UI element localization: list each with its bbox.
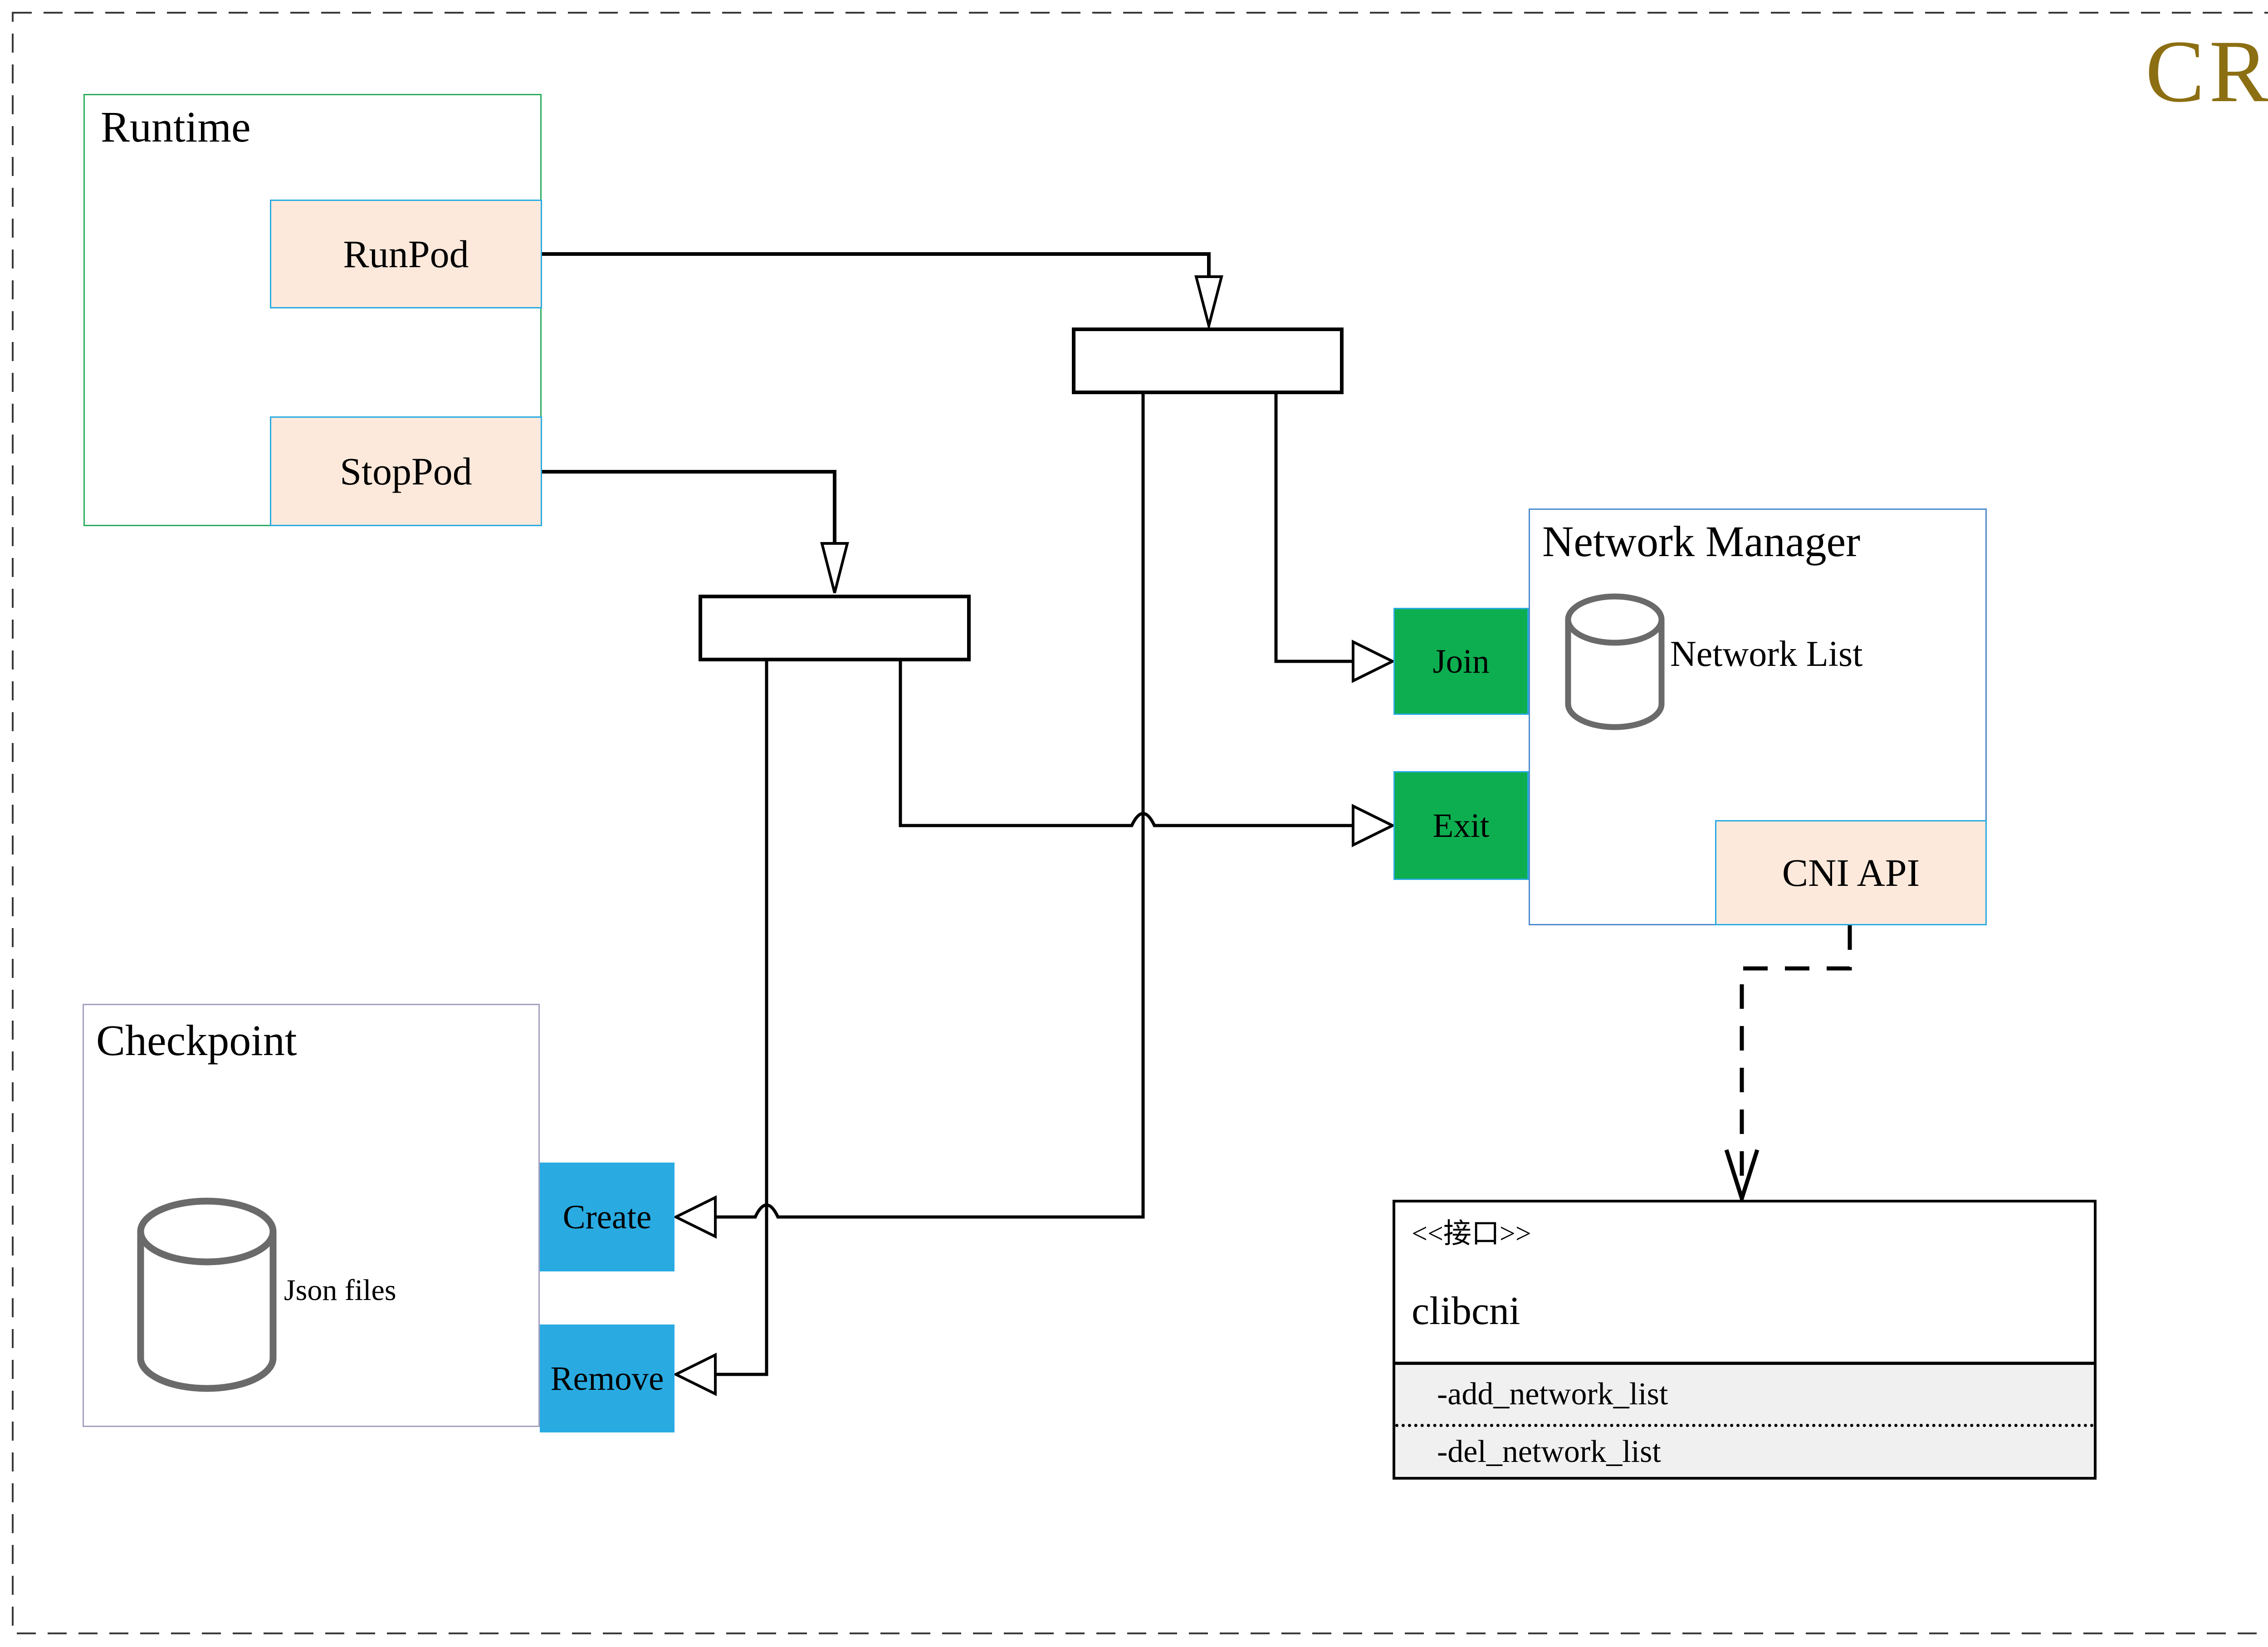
remove-node: Remove	[540, 1324, 675, 1432]
cni-api-label: CNI API	[1782, 851, 1920, 894]
stoppod-label: StopPod	[340, 450, 472, 493]
clibcni-method-add: -add_network_list	[1395, 1365, 2094, 1427]
join-node: Join	[1393, 608, 1529, 715]
runpod-label: RunPod	[343, 232, 469, 276]
network-manager-label: Network Manager	[1542, 517, 1861, 566]
page-title: CRI	[2145, 22, 2268, 121]
open-arrowhead-left-icon	[673, 1353, 717, 1396]
exit-label: Exit	[1432, 806, 1490, 845]
runpod-to-bar1-connector	[542, 252, 1223, 331]
exit-node: Exit	[1393, 771, 1529, 880]
bar2-to-exit-connector	[899, 661, 1396, 847]
clibcni-interface-box: <<接口>> clibcni -add_network_list -del_ne…	[1393, 1200, 2097, 1480]
join-label: Join	[1432, 642, 1490, 680]
json-files-label: Json files	[284, 1274, 396, 1307]
open-arrowhead-left-icon	[673, 1195, 717, 1239]
open-arrowhead-down-icon	[1194, 275, 1223, 331]
open-arrowhead-right-icon	[1352, 804, 1396, 847]
bar2-to-remove-connector	[673, 661, 768, 1396]
process-bar-stoppod	[699, 595, 971, 661]
database-icon	[137, 1197, 277, 1392]
runtime-label: Runtime	[101, 103, 251, 151]
database-icon	[1565, 593, 1665, 730]
checkpoint-label: Checkpoint	[96, 1016, 297, 1065]
stoppod-node: StopPod	[270, 416, 542, 526]
clibcni-stereotype: <<接口>>	[1412, 1218, 1531, 1249]
clibcni-method-del: -del_network_list	[1437, 1434, 1661, 1469]
open-arrowhead-down-icon	[1724, 1149, 1760, 1205]
bar1-to-create-connector	[673, 394, 1145, 1239]
stoppod-to-bar2-connector	[542, 470, 849, 593]
clibcni-header: <<接口>> clibcni	[1395, 1202, 2094, 1365]
remove-label: Remove	[550, 1359, 664, 1398]
create-label: Create	[562, 1198, 652, 1236]
bar1-to-join-connector	[1274, 394, 1396, 683]
runpod-node: RunPod	[270, 200, 542, 308]
clibcni-methods-section: -add_network_list -del_network_list	[1395, 1365, 2094, 1477]
cni-api-to-clibcni-connector	[1724, 925, 1852, 1205]
create-node: Create	[540, 1163, 675, 1271]
process-bar-runpod	[1072, 327, 1344, 394]
network-list-label: Network List	[1670, 634, 1863, 674]
cni-api-node: CNI API	[1715, 820, 1987, 925]
open-arrowhead-right-icon	[1352, 640, 1396, 683]
open-arrowhead-down-icon	[820, 542, 849, 593]
clibcni-name: clibcni	[1412, 1289, 1520, 1333]
